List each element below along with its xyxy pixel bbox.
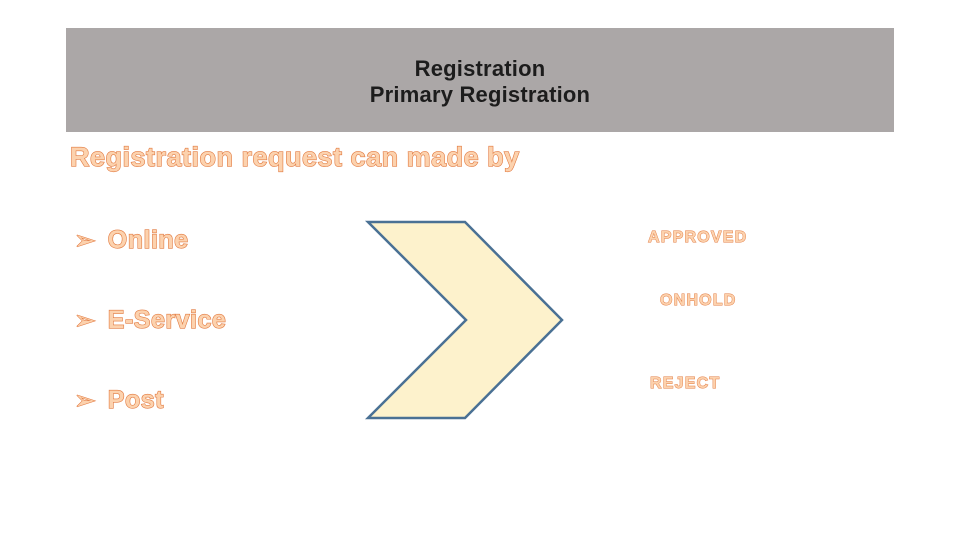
slide-title-line2: Primary Registration	[369, 82, 591, 107]
arrowhead-bullet-icon: ➢	[73, 304, 96, 335]
bullet-label-online: Online	[107, 225, 189, 254]
bullet-label-eservice: E-Service	[107, 305, 227, 334]
slide-title-line1: Registration	[414, 56, 546, 81]
slide-title-bar: Registration Primary Registration	[66, 28, 894, 132]
section-heading: Registration request can made by	[69, 141, 520, 172]
status-approved: APPROVED	[648, 229, 748, 247]
bullet-item-eservice: ➢ E-Service	[73, 304, 227, 336]
arrowhead-bullet-icon: ➢	[73, 384, 96, 415]
status-onhold: ONHOLD	[660, 292, 737, 310]
status-reject: REJECT	[650, 375, 721, 393]
arrowhead-bullet-icon: ➢	[73, 224, 96, 255]
bullet-item-online: ➢ Online	[73, 224, 189, 256]
chevron-right-arrow-icon	[364, 220, 564, 420]
bullet-label-post: Post	[107, 385, 164, 414]
chevron-right-arrow-shape	[360, 214, 572, 426]
bullet-item-post: ➢ Post	[73, 384, 164, 416]
